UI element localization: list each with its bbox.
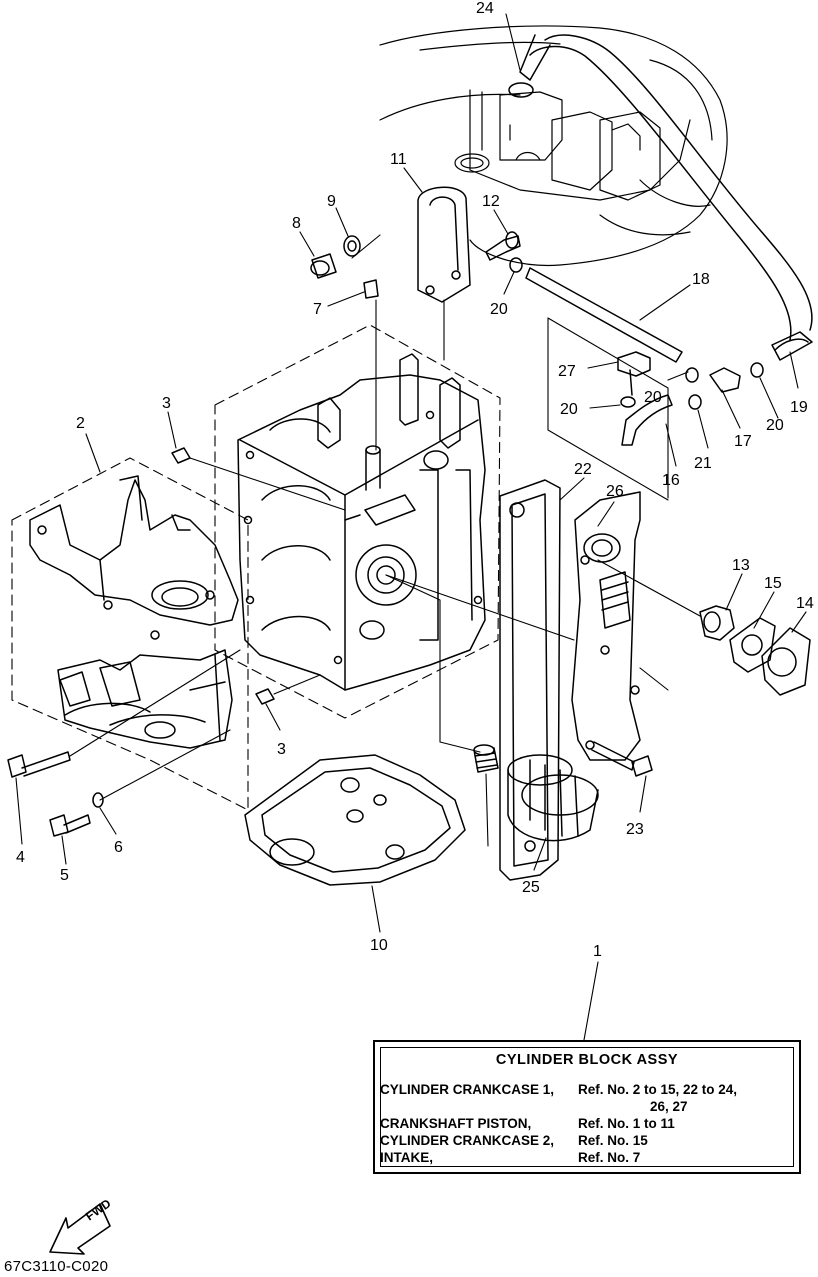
- callout-24: 26: [606, 483, 624, 500]
- callout-21: 24: [476, 0, 494, 17]
- drawing-code: 67C3110-C020: [4, 1258, 109, 1275]
- legend-title: CYLINDER BLOCK ASSY: [495, 1052, 679, 1068]
- legend-row-ref: Ref. No. 7: [578, 1150, 641, 1165]
- crankcase-2-assembly: [29, 475, 239, 749]
- callout-23: 23: [626, 821, 644, 838]
- callout-20-d: 20: [766, 417, 784, 434]
- legend-inner-frame: [380, 1047, 794, 1167]
- leader-lines: [15, 13, 807, 1041]
- callout-16: 16: [662, 472, 680, 489]
- callout-20-e: 21: [694, 455, 712, 472]
- dashed-group-block: [214, 324, 501, 719]
- callout-13: 13: [732, 557, 750, 574]
- legend-row-ref: 26, 27: [650, 1099, 688, 1114]
- legend-row-name: INTAKE,: [380, 1150, 433, 1165]
- dashed-group-24: [547, 317, 669, 691]
- callout-3-bottom: 3: [277, 741, 286, 758]
- small-parts: [7, 186, 764, 837]
- fwd-arrow-icon: [49, 1203, 111, 1255]
- callout-26: 25: [522, 879, 540, 896]
- dashed-group-2: [11, 457, 249, 811]
- legend-row-ref: Ref. No. 2 to 15, 22 to 24,: [578, 1082, 738, 1097]
- callout-25: 27: [558, 363, 576, 380]
- callout-22: 22: [574, 461, 592, 478]
- callout-11: 11: [390, 151, 407, 168]
- gasket-10: [244, 754, 466, 886]
- callout-20-b: 20: [644, 389, 662, 406]
- assembly-legend-box: CYLINDER BLOCK ASSY CYLINDER CRANKCASE 1…: [373, 1040, 801, 1174]
- callout-6: 6: [114, 839, 123, 856]
- callout-12: 12: [482, 193, 500, 210]
- gasket-22: [499, 479, 561, 881]
- callout-9: 9: [327, 193, 336, 210]
- legend-row-ref: Ref. No. 15: [578, 1133, 648, 1148]
- callout-20-a: 20: [490, 301, 508, 318]
- callout-20-c: 20: [560, 401, 578, 418]
- callout-19: 19: [790, 399, 808, 416]
- callout-14: 14: [796, 595, 814, 612]
- cover-24: [571, 491, 641, 761]
- callout-17: 17: [734, 433, 752, 450]
- legend-row-name: CRANKSHAFT PISTON,: [380, 1116, 532, 1131]
- legend-row: CYLINDER CRANKCASE 2, Ref. No. 15: [380, 1133, 648, 1148]
- callout-7: 7: [313, 301, 322, 318]
- nipple-27: [473, 744, 499, 773]
- callout-10: 10: [370, 937, 388, 954]
- oil-filter-26: [507, 754, 599, 842]
- callout-labels: 24 11 12 8 9 7 20 18 27 20 20 19 20 17 2…: [16, 0, 814, 960]
- callout-5: 5: [60, 867, 69, 884]
- cylinder-block: [237, 353, 486, 691]
- callout-3-top: 3: [162, 395, 171, 412]
- callout-1: 1: [593, 943, 602, 960]
- callout-15: 15: [764, 575, 782, 592]
- engine-housing-background: [379, 25, 728, 267]
- legend-row-ref: Ref. No. 1 to 11: [578, 1116, 675, 1131]
- legend-row-name: CYLINDER CRANKCASE 2,: [380, 1133, 555, 1148]
- callout-2: 2: [76, 415, 85, 432]
- legend-row: INTAKE, Ref. No. 7: [380, 1150, 640, 1165]
- parts-13-14-15: [699, 605, 811, 696]
- legend-row: CRANKSHAFT PISTON, Ref. No. 1 to 11: [380, 1116, 675, 1131]
- callout-4: 4: [16, 849, 25, 866]
- callout-8: 8: [292, 215, 301, 232]
- legend-row-name: CYLINDER CRANKCASE 1,: [380, 1082, 555, 1097]
- legend-row: CYLINDER CRANKCASE 1, Ref. No. 2 to 15, 2…: [380, 1082, 737, 1097]
- callout-18: 18: [692, 271, 710, 288]
- hose-19-21: [508, 34, 813, 361]
- legend-row: 26, 27: [380, 1099, 688, 1114]
